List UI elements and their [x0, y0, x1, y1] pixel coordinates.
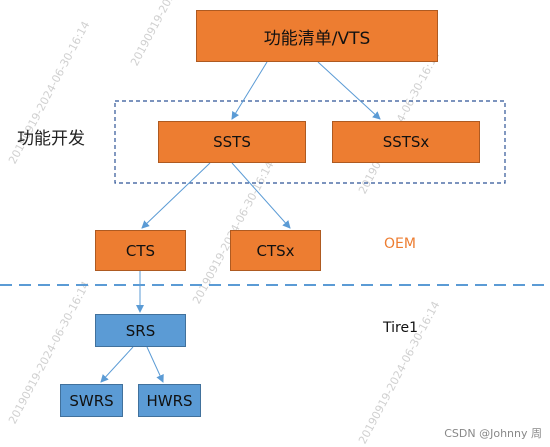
- arrow-ssts-to-ctsx: [231, 162, 291, 229]
- node-vts: 功能清单/VTS: [196, 10, 438, 62]
- credit-watermark: CSDN @Johnny 周: [444, 427, 542, 440]
- arrow-vts-to-sstsx: [317, 61, 381, 120]
- arrow-srs-to-swrs: [100, 346, 134, 383]
- node-sstsx: SSTSx: [332, 121, 480, 163]
- node-srs: SRS: [95, 314, 186, 347]
- node-ctsx: CTSx: [230, 230, 321, 271]
- node-hwrs: HWRS: [138, 384, 201, 417]
- arrow-vts-to-ssts: [231, 61, 268, 120]
- node-cts: CTS: [95, 230, 186, 271]
- dev-stage-label: 功能开发: [17, 129, 85, 149]
- arrow-srs-to-hwrs: [146, 346, 164, 383]
- arrow-ssts-to-cts: [141, 162, 211, 229]
- oem-label: OEM: [384, 236, 416, 252]
- node-ssts: SSTS: [158, 121, 306, 163]
- dev-stage-dashed-box: [114, 100, 506, 184]
- node-swrs: SWRS: [60, 384, 123, 417]
- tier-label: Tire1: [383, 320, 418, 336]
